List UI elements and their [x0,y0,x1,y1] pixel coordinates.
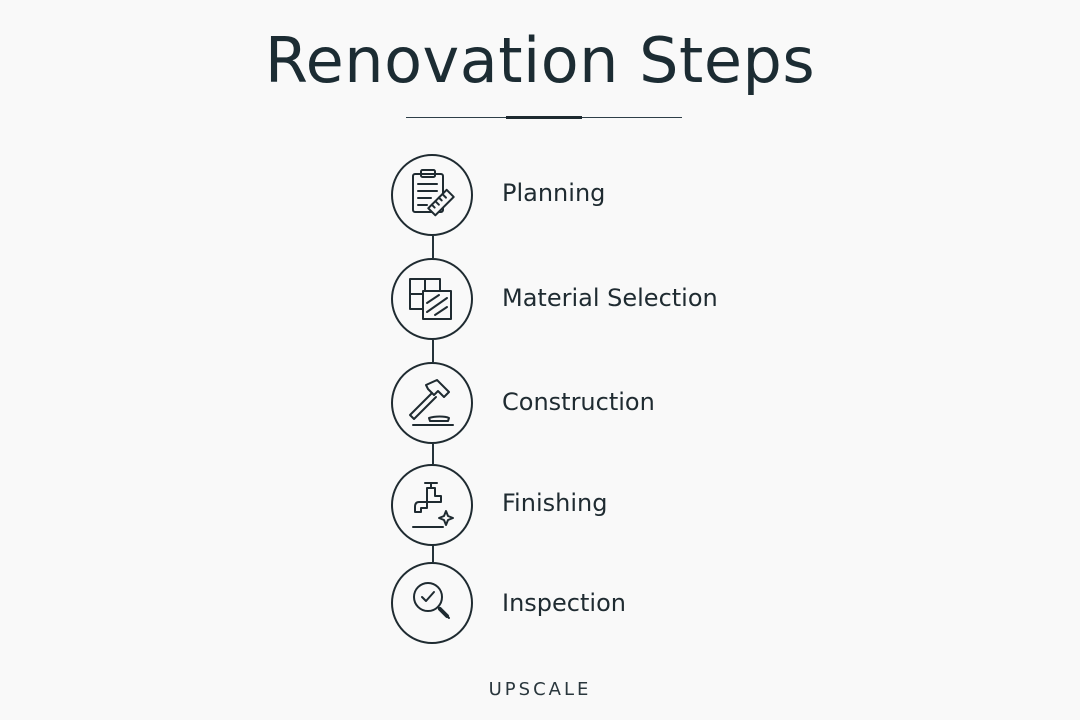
step-label-material-selection: Material Selection [502,284,718,312]
step-connector [432,444,434,464]
step-construction-badge [391,362,473,444]
step-label-inspection: Inspection [502,589,626,617]
step-label-finishing: Finishing [502,489,608,517]
tile-samples-icon [409,278,452,320]
step-material-selection-badge [391,258,473,340]
brand-logo: UPSCALE [488,679,592,700]
page-title: Renovation Steps [264,24,816,97]
step-connector [432,340,434,362]
step-label-planning: Planning [502,179,606,207]
step-connector [432,236,434,258]
hammer-icon [409,379,454,426]
title-divider-accent [506,116,582,119]
magnifier-check-icon [413,582,450,619]
faucet-sparkle-icon [412,482,454,528]
step-planning-badge [391,154,473,236]
clipboard-ruler-icon [412,169,455,217]
step-inspection-badge [391,562,473,644]
step-label-construction: Construction [502,388,655,416]
step-finishing-badge [391,464,473,546]
step-connector [432,544,434,562]
